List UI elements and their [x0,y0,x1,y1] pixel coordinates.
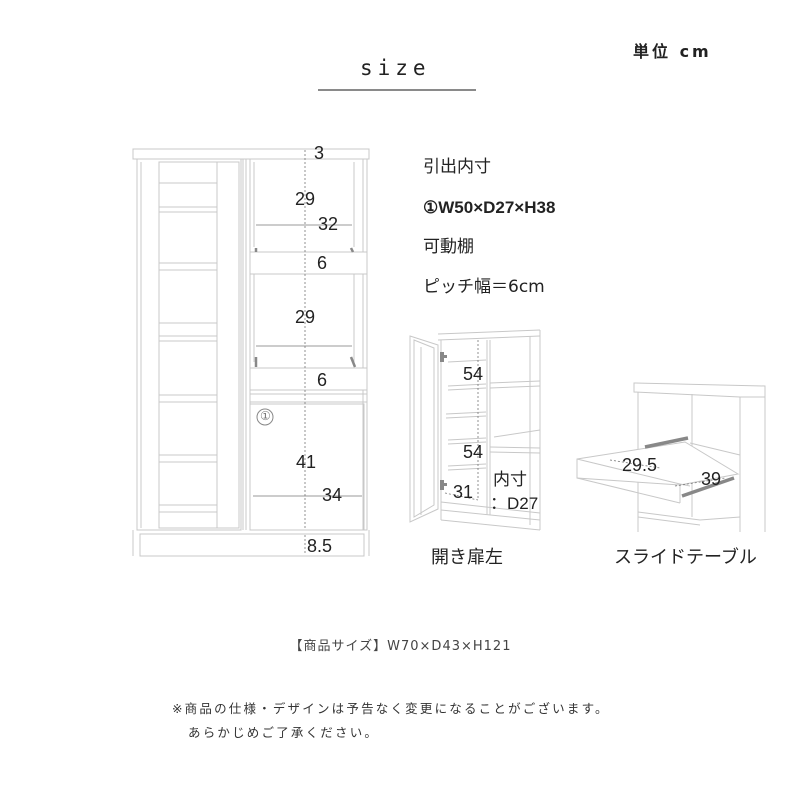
inner-depth: ：D27 [490,494,539,513]
dim-drawer-2-height: 6 [317,370,328,390]
dim-shelf-height-2: 54 [463,442,484,462]
dim-drawer-1-height: 6 [317,253,328,273]
note-line-2: あらかじめご了承ください。 [188,725,380,740]
pitch-value: ピッチ幅＝6cm [423,277,545,297]
dim-table-depth: 29.5 [622,455,658,475]
adjustable-shelf-label: 可動棚 [423,237,474,257]
dim-lower-height: 41 [296,452,317,472]
dim-lower-width: 34 [322,485,343,505]
section-title: size [360,56,431,80]
door-caption: 開き扉左 [431,547,503,568]
dim-base-height: 8.5 [307,536,333,556]
compartment-marker: ① [260,409,271,423]
dim-top-board: 3 [314,143,325,163]
dim-shelf-height-1: 54 [463,364,484,384]
inner-label: 内寸 [493,470,527,489]
title-underline [318,89,476,91]
drawer-inner-label: 引出内寸 [423,157,491,177]
unit-label: 単位 cm [633,42,712,61]
note-line-1: ※商品の仕様・デザインは予告なく変更になることがございます。 [172,701,610,716]
dim-table-width: 39 [701,469,722,489]
product-size: 【商品サイズ】W70×D43×H121 [289,639,512,654]
slide-caption: スライドテーブル [614,547,757,568]
drawer-inner-value: ①W50×D27×H38 [423,198,556,217]
dim-upper-width: 32 [318,214,339,234]
dim-bottom-height: 31 [453,482,474,502]
dim-upper-height: 29 [295,189,316,209]
dim-middle-height: 29 [295,307,316,327]
